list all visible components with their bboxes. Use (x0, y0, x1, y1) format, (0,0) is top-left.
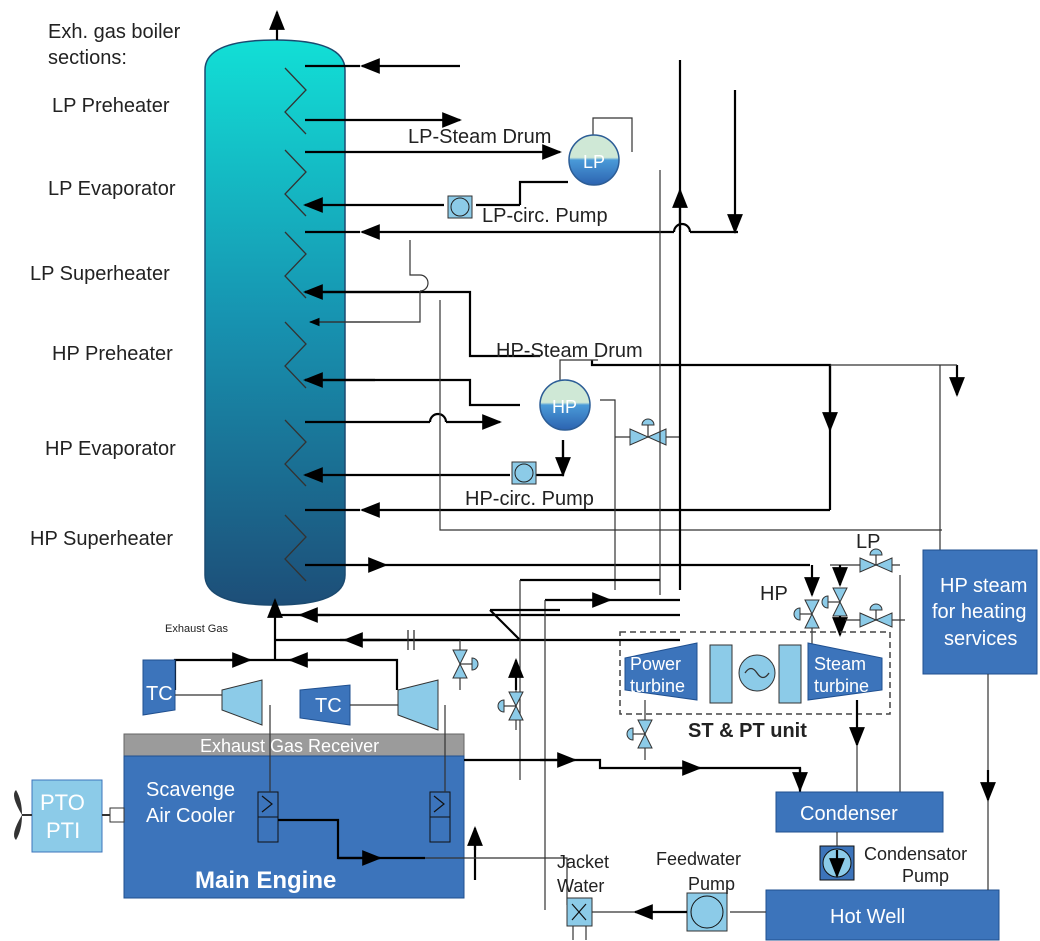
hp-valve-label: HP (760, 583, 788, 605)
boiler-coils (284, 67, 307, 582)
boiler-section-lp-preheater: LP Preheater (52, 95, 170, 117)
main-engine-label: Main Engine (195, 867, 336, 894)
hp-drum-tag: HP (552, 397, 577, 417)
steam-turbine-inlet-valves (793, 565, 848, 645)
hp-superheater-feed (439, 300, 942, 531)
generator-sine-icon (744, 667, 770, 679)
boiler-section-hp-superheater: HP Superheater (30, 528, 173, 550)
hp-steam-line2: for heating (932, 601, 1027, 623)
condenser-label: Condenser (800, 803, 898, 825)
lp-superheater-return (409, 240, 420, 276)
exhaust-bypass-orifice (407, 630, 415, 650)
pt-supply-valve (497, 658, 524, 730)
power-turbine-line1: Power (630, 654, 681, 674)
scavenge-line1: Scavenge (146, 779, 235, 801)
hp-steam-line3: services (944, 628, 1017, 650)
boiler-section-lp-superheater: LP Superheater (30, 263, 170, 285)
boiler-section-hp-preheater: HP Preheater (52, 343, 173, 365)
boiler-column (204, 39, 346, 606)
compressor-2 (397, 679, 439, 731)
turbocharger-1 (142, 659, 176, 716)
lp-steam-drum (568, 134, 620, 186)
power-turbine (624, 642, 698, 701)
hp-circuit-pipes (303, 360, 838, 573)
steam-turbine-line2: turbine (814, 676, 869, 696)
lp-circuit-pipes (303, 58, 743, 358)
gearbox-left (709, 644, 733, 704)
steam-turbine (807, 642, 883, 701)
lp-drum-tag: LP (583, 152, 605, 172)
condenser (775, 791, 944, 833)
turbocharger-2 (299, 684, 351, 726)
hp-steam-line1: HP steam (940, 575, 1027, 597)
lp-valve-label: LP (856, 531, 880, 553)
steam-turbine-line1: Steam (814, 654, 866, 674)
pto-coupling (102, 807, 125, 823)
boiler-section-lp-evaporator: LP Evaporator (48, 178, 176, 200)
hp-pump-label: HP-circ. Pump (465, 488, 594, 510)
boiler-section-hp-evaporator: HP Evaporator (45, 438, 176, 460)
feedwater-pump-line2: Pump (688, 874, 735, 894)
scavenge-line2: Air Cooler (146, 805, 235, 827)
lp-steam-valve (830, 548, 900, 573)
boiler-heading-line2: sections: (48, 47, 127, 69)
hot-well-label: Hot Well (830, 906, 905, 928)
power-turbine-line2: turbine (630, 676, 685, 696)
condensator-pump-line2: Pump (902, 866, 949, 886)
pto-line2: PTI (46, 818, 80, 843)
exhaust-bypass-valve (452, 640, 479, 690)
tc2-label: TC (315, 695, 342, 717)
pto-line1: PTO (40, 790, 85, 815)
hp-drum-title: HP-Steam Drum (496, 340, 643, 362)
jacket-water-cooler (566, 897, 593, 927)
main-engine (123, 755, 465, 899)
condensator-pump-line1: Condensator (864, 844, 967, 864)
jacket-water-line2: Water (557, 876, 604, 896)
pto-pti-box (31, 779, 103, 853)
compressor-1 (221, 679, 263, 726)
scavenge-cooler-2 (429, 791, 451, 843)
boiler-heading-line1: Exh. gas boiler (48, 21, 181, 43)
lp-bleed-valve (845, 575, 905, 810)
lp-pump-label: LP-circ. Pump (482, 205, 608, 227)
hot-well (765, 889, 1000, 941)
lp-drum-steam-line (592, 117, 633, 152)
feedwater-pump-line1: Feedwater (656, 849, 741, 869)
jacket-water-line1: Jacket (557, 852, 609, 872)
hp-steam-services-box (922, 549, 1038, 675)
tc-exhaust-manifold (173, 658, 399, 690)
tc1-label: TC (146, 683, 173, 705)
exhaust-gas-label: Exhaust Gas (165, 623, 228, 635)
power-turbine-valve (626, 700, 653, 760)
gearbox-right (778, 644, 802, 704)
lp-drum-title: LP-Steam Drum (408, 126, 551, 148)
scavenge-cooler-1 (257, 791, 279, 843)
propeller-icon (14, 790, 32, 840)
hp-drum-bypass-valve (615, 418, 680, 446)
hp-steam-drum (539, 379, 591, 431)
st-pt-unit-frame (619, 631, 891, 715)
st-pt-unit-label: ST & PT unit (688, 720, 807, 742)
receiver-label: Exhaust Gas Receiver (200, 736, 379, 756)
